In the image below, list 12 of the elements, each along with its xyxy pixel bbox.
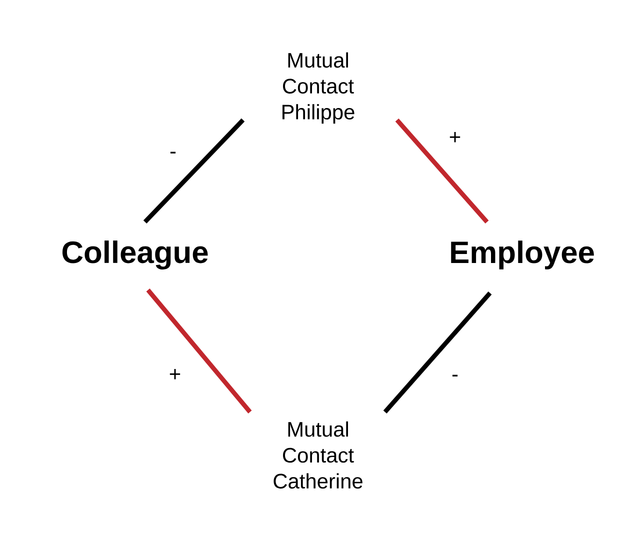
node-label: Colleague [62,240,208,270]
connector-line [143,118,245,224]
node-label: Mutual Contact Philippe [282,52,354,124]
edge-label: - [170,152,176,154]
edge-label: + [450,132,460,142]
connector-line [383,292,492,414]
node-label: Mutual Contact Catherine [274,421,362,489]
edge-label: - [452,374,458,376]
edge-label: + [170,368,180,380]
connector-line [395,118,489,224]
connector-line [146,288,252,414]
node-label: Employee [451,240,594,270]
